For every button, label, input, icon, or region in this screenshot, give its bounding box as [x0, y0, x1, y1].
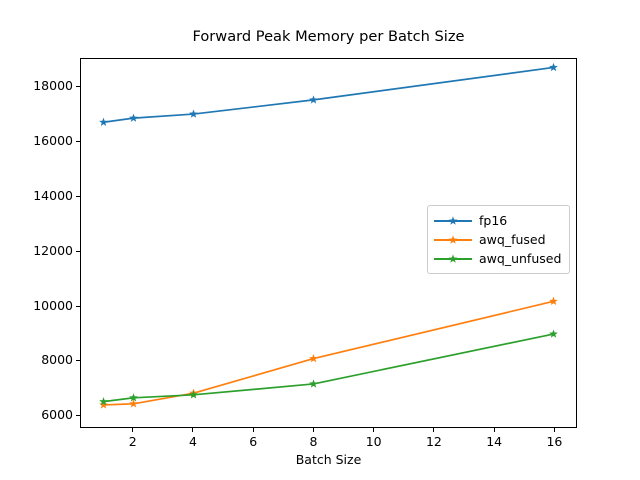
legend-item-fp16[interactable]: fp16 — [434, 211, 561, 230]
page-title: Forward Peak Memory per Batch Size — [192, 28, 465, 45]
legend-star-icon — [448, 215, 458, 226]
data-point-marker — [129, 113, 138, 122]
data-point-marker — [189, 390, 198, 399]
legend-label: awq_unfused — [479, 251, 562, 266]
series-fp16 — [99, 62, 558, 126]
x-tick-mark — [252, 428, 254, 432]
data-point-marker — [99, 400, 108, 409]
data-point-marker — [99, 117, 108, 126]
legend-star-icon — [448, 234, 458, 245]
data-point-marker — [189, 109, 198, 118]
legend-swatch — [434, 233, 472, 247]
x-tick-mark — [132, 428, 134, 432]
y-tick-label: 12000 — [33, 242, 73, 258]
legend-item-awq_unfused[interactable]: awq_unfused — [434, 249, 561, 268]
x-tick-label: 16 — [546, 434, 563, 449]
series-plot — [99, 62, 558, 409]
x-tick-label: 6 — [249, 434, 258, 449]
y-tick-label: 18000 — [33, 78, 73, 94]
data-point-marker — [309, 354, 318, 363]
data-point-marker — [309, 95, 318, 104]
legend-swatch — [434, 214, 472, 228]
y-tick-mark — [76, 250, 80, 252]
data-point-marker — [309, 379, 318, 388]
x-tick-mark — [493, 428, 495, 432]
series-awq_unfused — [99, 329, 558, 406]
series-line — [102, 66, 555, 124]
x-tick-mark — [373, 428, 375, 432]
y-tick-mark — [76, 305, 80, 307]
x-tick-label: 12 — [425, 434, 442, 449]
legend-swatch — [434, 252, 472, 266]
y-tick-label: 10000 — [33, 297, 73, 313]
series-line — [102, 333, 555, 403]
data-point-marker — [129, 399, 138, 408]
legend-label: awq_fused — [479, 232, 546, 247]
legend[interactable]: fp16 awq_fused awq_unfused — [427, 205, 571, 274]
y-tick-mark — [76, 360, 80, 362]
data-point-marker — [549, 296, 558, 306]
x-tick-label: 2 — [128, 434, 137, 449]
y-tick-mark — [76, 141, 80, 143]
x-axis-label: Batch Size — [295, 452, 362, 467]
legend-item-awq_fused[interactable]: awq_fused — [434, 230, 561, 249]
x-tick-label: 8 — [309, 434, 318, 449]
y-tick-label: 8000 — [41, 352, 73, 368]
plot-area — [80, 58, 577, 428]
x-tick-mark — [312, 428, 314, 432]
data-point-marker — [549, 62, 558, 72]
x-tick-mark — [192, 428, 194, 432]
y-tick-label: 6000 — [41, 407, 73, 423]
legend-label: fp16 — [479, 213, 508, 228]
y-tick-mark — [76, 86, 80, 88]
data-point-marker — [549, 329, 558, 338]
x-tick-label: 10 — [365, 434, 382, 449]
data-point-marker — [129, 393, 138, 402]
data-point-marker — [99, 397, 108, 406]
series-awq_fused — [99, 296, 558, 409]
x-tick-label: 14 — [486, 434, 503, 449]
x-tick-mark — [433, 428, 435, 432]
x-tick-label: 4 — [188, 434, 197, 449]
y-tick-label: 16000 — [33, 133, 73, 149]
legend-star-icon — [448, 253, 458, 264]
series-line — [102, 300, 555, 406]
y-tick-label: 14000 — [33, 187, 73, 203]
y-tick-mark — [76, 195, 80, 197]
y-tick-mark — [76, 415, 80, 417]
x-tick-mark — [553, 428, 555, 432]
